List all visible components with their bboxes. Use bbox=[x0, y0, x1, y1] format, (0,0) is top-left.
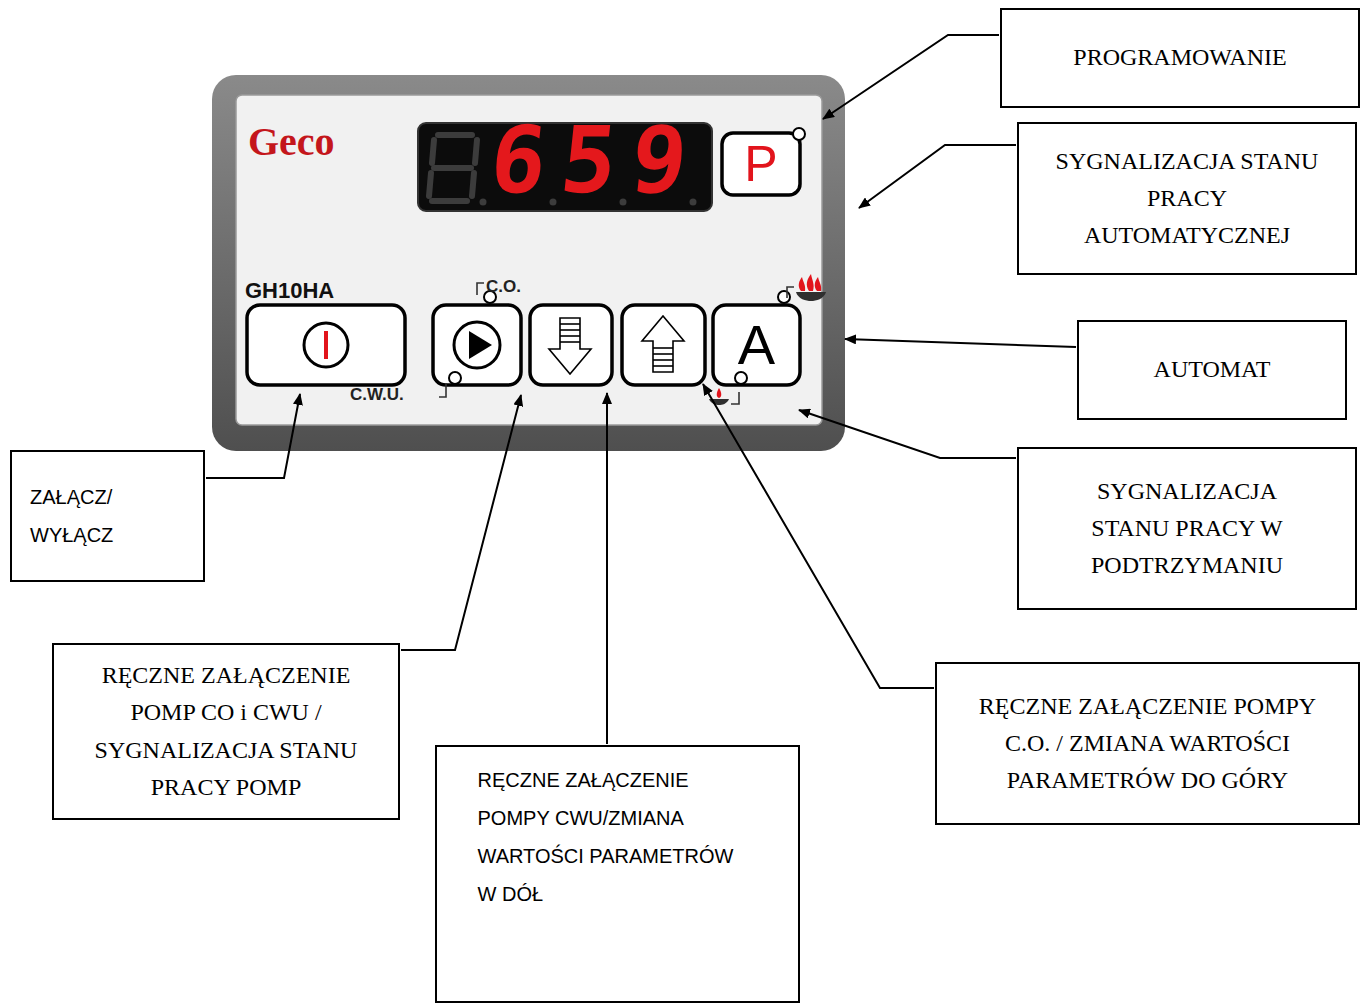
callout-box: ZAŁĄCZ/ WYŁĄCZ bbox=[10, 450, 205, 582]
down-arrow-symbol bbox=[549, 318, 591, 374]
callout-text: RĘCZNE ZAŁĄCZENIE POMPY C.O. / ZMIANA WA… bbox=[970, 688, 1325, 800]
callout-box: PROGRAMOWANIE bbox=[1000, 8, 1360, 108]
callout-text: RĘCZNE ZAŁĄCZENIE POMPY CWU/ZMIANA WARTO… bbox=[478, 761, 758, 913]
brand-logo: Geco bbox=[248, 120, 335, 164]
callout-box: RĘCZNE ZAŁĄCZENIE POMPY CWU/ZMIANA WARTO… bbox=[435, 745, 800, 1003]
callout-text: SYGNALIZACJA STANU PRACY W PODTRZYMANIU bbox=[1062, 473, 1312, 585]
callout-box: SYGNALIZACJA STANU PRACY AUTOMATYCZNEJ bbox=[1017, 122, 1357, 275]
model-name: GH10HA bbox=[245, 279, 334, 303]
callout-box: AUTOMAT bbox=[1077, 320, 1347, 420]
button-letter: P bbox=[722, 133, 800, 195]
callout-text: AUTOMAT bbox=[1154, 351, 1271, 388]
button-letter: A bbox=[713, 305, 800, 385]
power-symbol bbox=[304, 323, 348, 367]
up-arrow-symbol bbox=[642, 316, 684, 372]
callout-text: ZAŁĄCZ/ WYŁĄCZ bbox=[30, 478, 130, 554]
leader-lines bbox=[206, 35, 1076, 744]
standby-symbol bbox=[709, 388, 729, 405]
panel-label: C.W.U. bbox=[350, 386, 404, 405]
panel-label: C.O. bbox=[486, 278, 521, 297]
callout-text: RĘCZNE ZAŁĄCZENIE POMP CO i CWU / SYGNAL… bbox=[85, 657, 367, 806]
flame-symbol bbox=[796, 274, 826, 301]
display-digits: 659 bbox=[486, 115, 707, 207]
callout-box: RĘCZNE ZAŁĄCZENIE POMPY C.O. / ZMIANA WA… bbox=[935, 662, 1360, 825]
callout-box: SYGNALIZACJA STANU PRACY W PODTRZYMANIU bbox=[1017, 447, 1357, 610]
pump-symbol bbox=[454, 322, 500, 368]
controller-housing bbox=[212, 75, 845, 451]
callout-box: RĘCZNE ZAŁĄCZENIE POMP CO i CWU / SYGNAL… bbox=[52, 643, 400, 820]
callout-text: PROGRAMOWANIE bbox=[1073, 39, 1286, 76]
callout-text: SYGNALIZACJA STANU PRACY AUTOMATYCZNEJ bbox=[1045, 143, 1330, 255]
